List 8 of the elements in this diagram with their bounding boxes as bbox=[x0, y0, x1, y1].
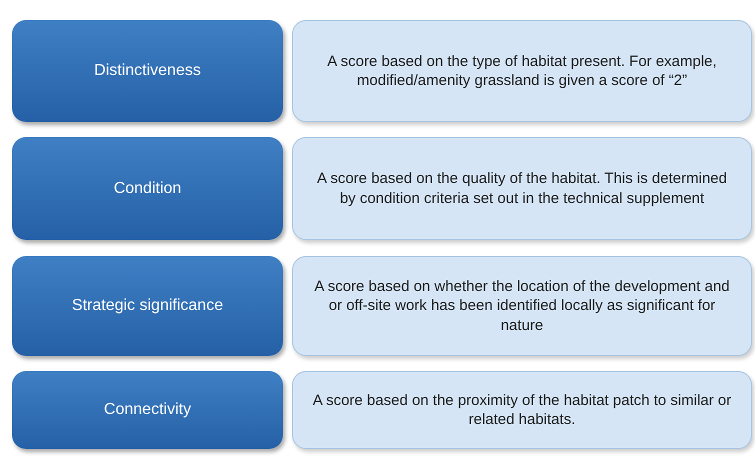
description-box: A score based on the proximity of the habitat patch to similar or related habitats. bbox=[292, 371, 752, 449]
criterion-label-box: Connectivity bbox=[12, 371, 283, 449]
criterion-label-box: Distinctiveness bbox=[12, 20, 283, 122]
description-box: A score based on the quality of the habitat. This is determined by condition criteria set out in the technical supplement bbox=[292, 137, 752, 240]
criterion-label-box: Strategic significance bbox=[12, 256, 283, 356]
criterion-label-box: Condition bbox=[12, 137, 283, 240]
description-box: A score based on the type of habitat present. For example, modified/amenity grassland is given a score of “2” bbox=[292, 20, 752, 122]
description-box: A score based on whether the location of the development and or off-site work has been identified locally as significant for nature bbox=[292, 256, 752, 356]
